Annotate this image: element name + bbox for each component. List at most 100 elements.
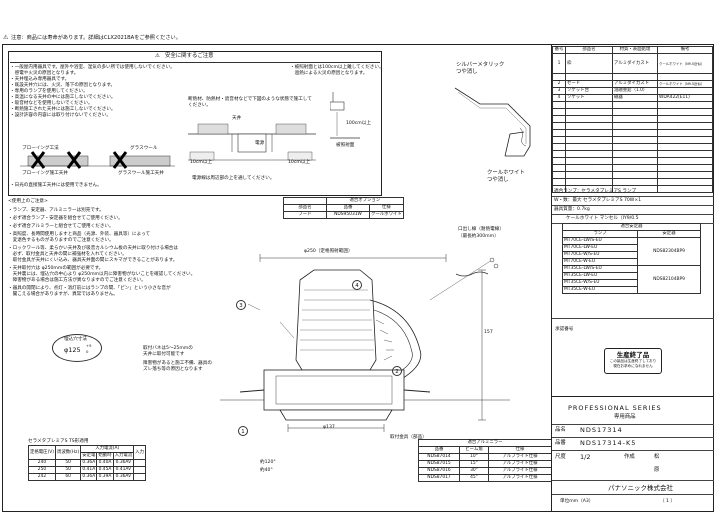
spec-watt: W・数：最大 セラメタプレミアS 70W×1 bbox=[552, 197, 714, 206]
lamp-subheader: 入力電流 bbox=[112, 452, 135, 460]
safety-line: ・設計許容の内容には取り付けないでください。 bbox=[10, 113, 111, 118]
ballast-header: 安定器 bbox=[637, 230, 701, 238]
distance-illustration bbox=[330, 92, 360, 139]
lamp-table-title: セラメタプレミアS TS形適用 bbox=[28, 439, 89, 444]
lamp-cell: 0.41AV bbox=[112, 466, 135, 474]
safety-col3: ・被照射面とは100cm以上離してください。 過熱による火災の原因となります。 bbox=[290, 65, 384, 77]
warning-icon: ⚠ bbox=[3, 34, 9, 41]
safety-col2-note: 断熱材、防熱材・遮音材などで下図のような状態で施工してください。 bbox=[188, 97, 312, 108]
mirror-cell: 45° bbox=[459, 474, 489, 482]
safety-line: ・専用のランプを使用してください。 bbox=[10, 89, 88, 94]
mirror-cell: 15° bbox=[459, 460, 489, 468]
ceiling-section-illustration bbox=[188, 123, 316, 161]
title-divider bbox=[552, 450, 714, 451]
parts-cell: 4 bbox=[552, 94, 566, 102]
parts-cell: ソケット台 bbox=[565, 87, 613, 95]
usage-line: ・器具の開閉により、点灯・消灯前にはランプの間、「ピン」という小さな音が bbox=[8, 286, 171, 291]
ballast-lamp: MT70CE-W-EU bbox=[562, 258, 638, 266]
mirror-table-title: 適合アルミニラー bbox=[418, 439, 552, 447]
illuminated-label: 被照射面 bbox=[336, 143, 355, 148]
lamp-cell: 0.40A bbox=[96, 459, 114, 467]
safety-box bbox=[8, 51, 382, 196]
lamp-cell: 242 bbox=[28, 473, 56, 481]
mat-label: グラスウール bbox=[130, 146, 158, 151]
safety-col1: ・一般屋内用器具です。屋外や浴室、湿気の多い所では使用しないでください。 感電や… bbox=[10, 65, 180, 119]
product-label: 品名 bbox=[555, 427, 566, 433]
dim-top: φ250（定格照射範囲） bbox=[304, 249, 353, 254]
blowing-sub: ブローイング施工天井 bbox=[22, 171, 68, 176]
lamp-header: 入力電流(A) bbox=[80, 445, 135, 453]
stamp-line: 現在お求めになれません bbox=[613, 364, 653, 368]
safety-line: ・高温になる天井の中には施工しないでください。 bbox=[10, 95, 116, 100]
ballast-model: NDS82104BP9 bbox=[637, 265, 701, 294]
mirror-cell: アルブライト仕様 bbox=[488, 453, 552, 461]
option-header: 仕様 bbox=[369, 204, 404, 212]
ballast-divider bbox=[552, 318, 714, 319]
power-label: 電源 bbox=[255, 141, 265, 146]
ballast-header: ランプ bbox=[562, 230, 638, 238]
part-bubble-3: 3 bbox=[236, 300, 246, 310]
author-value-2: 原 bbox=[654, 467, 660, 473]
part-bubble-1: 1 bbox=[238, 426, 248, 436]
parts-cell: 2 bbox=[552, 80, 566, 88]
usage-line: 聞こえる場合がありますが、異常ではありません。 bbox=[8, 292, 118, 297]
lamp-cell: 0.39A bbox=[96, 473, 114, 481]
parts-cell: アルミダイカスト bbox=[612, 53, 658, 74]
mirror-cell: 10° bbox=[459, 453, 489, 461]
option-table-title: 適合オプション bbox=[326, 197, 404, 205]
parts-cell: 3 bbox=[552, 87, 566, 95]
title-divider bbox=[552, 494, 714, 495]
title-divider bbox=[552, 480, 714, 481]
lamp-table: 定格電圧(V) 周波数(Hz) 入力電流(A) 入力 安定電 始動時 入力電流 … bbox=[28, 445, 146, 481]
cable-note-2: （最長約300mm） bbox=[458, 234, 499, 239]
spec-weight: 器具質量：0.7kg bbox=[552, 206, 714, 215]
dist-100-label: 100cm以上 bbox=[346, 121, 371, 126]
safety-line: ・一般屋内用器具です。屋外や浴室、湿気の多い所では使用しないでください。 bbox=[10, 65, 175, 70]
right-column bbox=[551, 44, 714, 512]
hole-label: 埋込穴寸法 bbox=[64, 337, 87, 342]
ballast-title: 適合安定器 bbox=[562, 223, 701, 231]
scale-label: 尺度 bbox=[555, 454, 566, 460]
safety-line: ・既設天井穴には、火災、落下の原因となります。 bbox=[10, 83, 116, 88]
author-label: 作成 bbox=[624, 454, 635, 460]
safety-line: ・天井埋込み専用器具です。 bbox=[10, 77, 70, 82]
option-cell: NDS95031W bbox=[326, 211, 370, 219]
usage-line: ・高照度、長時間使用しますと商品（光源、外装、器具等）によって bbox=[8, 232, 151, 237]
mount-note-3: 障害物があると施工不備、器具の bbox=[143, 361, 212, 366]
mount-note-2: 天井に取付可能です bbox=[143, 352, 185, 357]
title-block bbox=[552, 396, 714, 512]
lamp-cell: 0.36AV bbox=[112, 473, 135, 481]
safety-line: ・断熱施工された天井には施工しないでください。 bbox=[10, 107, 116, 112]
mirror-cell: アルブライト仕様 bbox=[488, 474, 552, 482]
dim-137: φ137 bbox=[323, 425, 335, 430]
category-label: 専用商品 bbox=[614, 414, 636, 420]
lamp-cell: 250 bbox=[28, 466, 56, 474]
distance-label-left: 10cm以上 bbox=[190, 160, 213, 165]
safety-title: 安全に関するご注意 bbox=[165, 53, 214, 59]
parts-cell: WDA422(E11) bbox=[657, 94, 713, 102]
usage-line: 必ず、取付金具と天井の間に補強材を入れてください。 bbox=[8, 252, 127, 257]
lamp-cell: 0.36AV bbox=[112, 459, 135, 467]
mirror-cell: NDS87016 bbox=[418, 467, 460, 475]
parts-cell: セード bbox=[565, 80, 613, 88]
part-note: 取付金具（部品） bbox=[390, 435, 427, 440]
finish-detail-drawing bbox=[454, 87, 531, 157]
lamp-cell: 50 bbox=[54, 459, 82, 467]
mirror-cell: 30° bbox=[459, 467, 489, 475]
parts-cell: クールホワイト（N9.5近似） bbox=[657, 53, 713, 74]
ballast-lamp: MT35CE-W-EU bbox=[562, 286, 638, 294]
ballast-lamp: MT70CE-LW/S-EU bbox=[562, 237, 638, 245]
option-header: 部品名 bbox=[283, 204, 327, 212]
series-label: PROFESSIONAL SERIES bbox=[568, 404, 662, 412]
option-table: 適合オプション 部品名 品番 仕様 フード NDS95031W クールホワイト bbox=[283, 197, 404, 219]
parts-header: 番号 bbox=[552, 46, 566, 54]
parts-cell: 磁器 bbox=[612, 94, 658, 102]
page-frame bbox=[2, 44, 714, 512]
hole-value: φ125 bbox=[64, 346, 81, 354]
spec-rows: 適合ランプ：セラメタプレミアS ランプ W・数：最大 セラメタプレミアS 70W… bbox=[552, 188, 714, 224]
angle-120: 約120° bbox=[260, 460, 276, 465]
parts-cell: 枠 bbox=[565, 53, 613, 74]
safety-title-line bbox=[10, 62, 380, 63]
